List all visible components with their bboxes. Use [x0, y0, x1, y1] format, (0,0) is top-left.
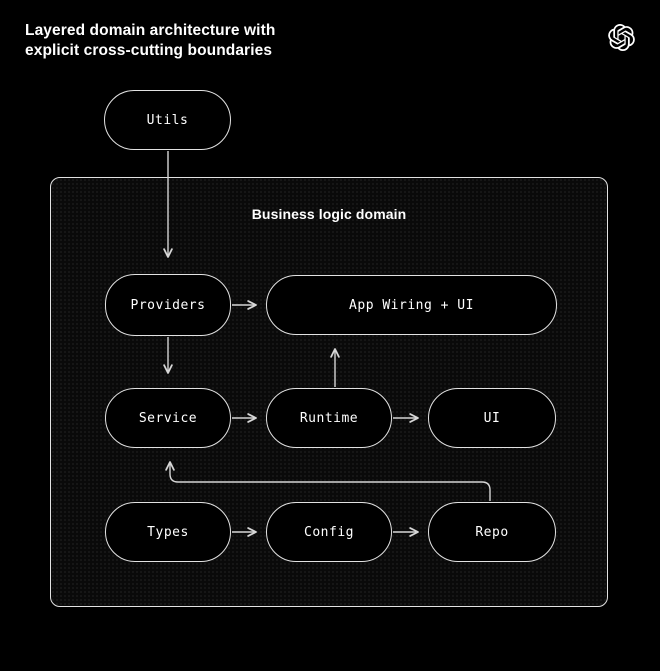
node-utils: Utils	[104, 90, 231, 150]
node-providers: Providers	[105, 274, 231, 336]
node-utils-label: Utils	[146, 112, 189, 128]
domain-label: Business logic domain	[251, 206, 407, 222]
node-service-label: Service	[138, 410, 198, 426]
node-repo: Repo	[428, 502, 556, 562]
node-runtime-label: Runtime	[299, 410, 359, 426]
node-app-wiring-ui-label: App Wiring + UI	[349, 297, 474, 313]
node-providers-label: Providers	[130, 297, 206, 313]
node-repo-label: Repo	[475, 524, 509, 540]
node-config-label: Config	[304, 524, 354, 540]
page-title-line1: Layered domain architecture with	[25, 22, 276, 39]
node-config: Config	[266, 502, 392, 562]
page-title: Layered domain architecture with explici…	[25, 21, 275, 61]
node-runtime: Runtime	[266, 388, 392, 448]
node-app-wiring-ui: App Wiring + UI	[266, 275, 557, 335]
node-service: Service	[105, 388, 231, 448]
node-types-label: Types	[147, 524, 189, 540]
node-types: Types	[105, 502, 231, 562]
openai-logo-icon	[608, 24, 635, 51]
node-ui-label: UI	[483, 410, 501, 426]
node-ui: UI	[428, 388, 556, 448]
page-title-line2: explicit cross-cutting boundaries	[25, 42, 273, 59]
